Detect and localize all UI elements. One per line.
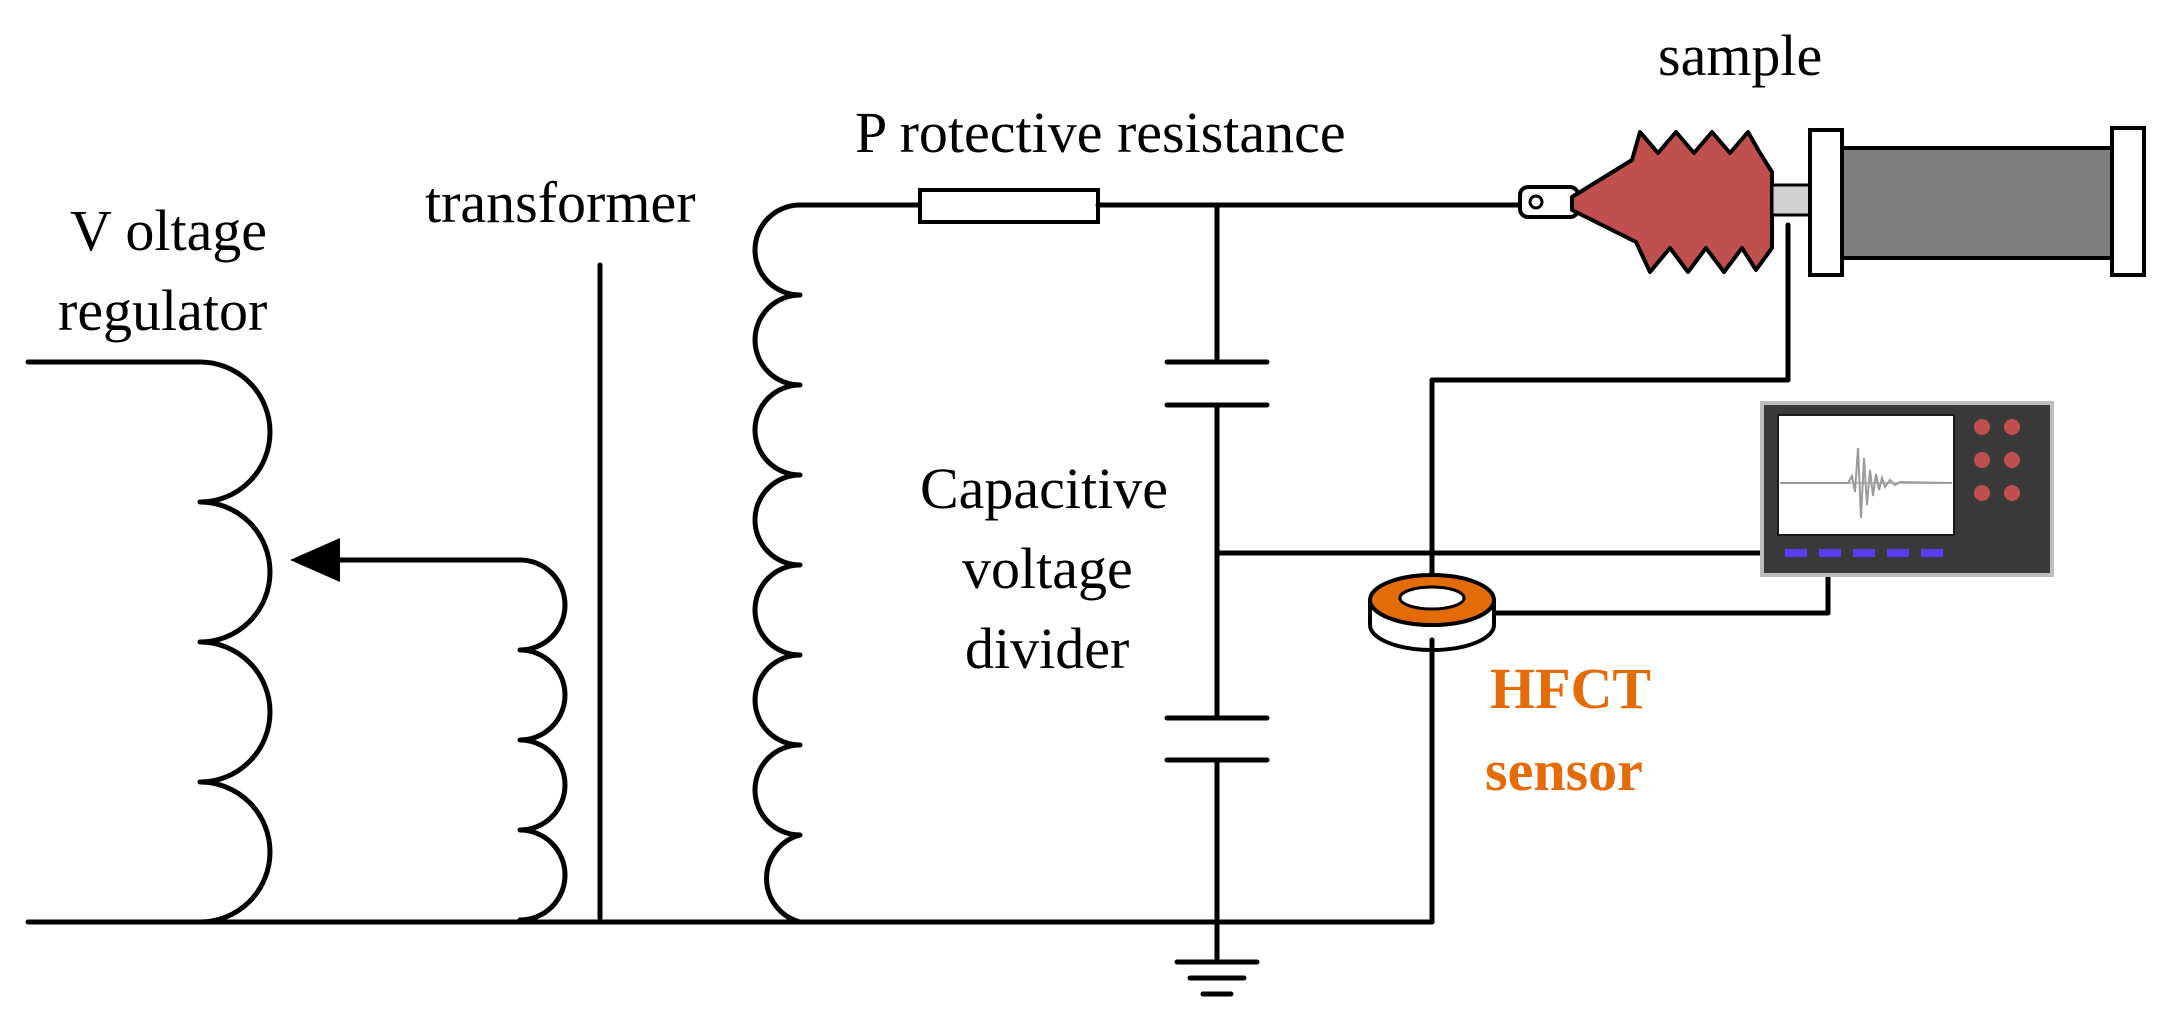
hfct-label-line1: HFCT [1490,656,1651,721]
capacitive-voltage-divider: Capacitive voltage divider [920,202,1781,925]
divider-label-line2: voltage [962,536,1133,601]
hfct-ring-icon: HFCT sensor [1368,550,1831,803]
bushing-body [1570,130,1774,274]
transformer-primary-coil [517,557,568,923]
sample-right-flange [2110,126,2146,277]
voltage-regulator: V oltage regulator [25,198,523,925]
oscilloscope-button-6 [2004,485,2020,501]
hfct-ring-hole [1398,585,1466,611]
resistance-label: P rotective resistance [855,100,1346,165]
oscilloscope-button-1 [1974,419,1990,435]
oscilloscope-button-5 [1974,485,1990,501]
bushing-sample-icon: sample [1429,23,2146,925]
oscilloscope-button-2 [2004,419,2020,435]
sample-label: sample [1658,23,1822,88]
sample-left-flange [1808,128,1844,277]
sample-rod [1770,183,1812,217]
ground-symbol-icon [1174,919,1260,997]
regulator-coil [197,359,273,925]
oscilloscope-button-3 [1974,452,1990,468]
tap-arrow-icon [290,538,340,582]
sample-cylinder [1840,146,2114,260]
transformer-label: transformer [425,170,696,235]
bushing-terminal-hole [1528,194,1544,210]
hfct-label-line2: sensor [1485,738,1643,803]
divider-label-line1: Capacitive [920,456,1168,521]
oscilloscope-button-4 [2004,452,2020,468]
regulator-label-line2: regulator [58,278,267,343]
protective-resistor [918,188,1100,224]
regulator-label-line1: V oltage [70,198,267,263]
transformer-secondary-coil [752,202,803,925]
sample-ground-lead [1429,222,1791,925]
oscilloscope-icon [1760,401,2054,577]
divider-label-line3: divider [965,616,1129,681]
oscilloscope-waveform [1780,447,1953,519]
transformer: transformer [425,170,803,925]
